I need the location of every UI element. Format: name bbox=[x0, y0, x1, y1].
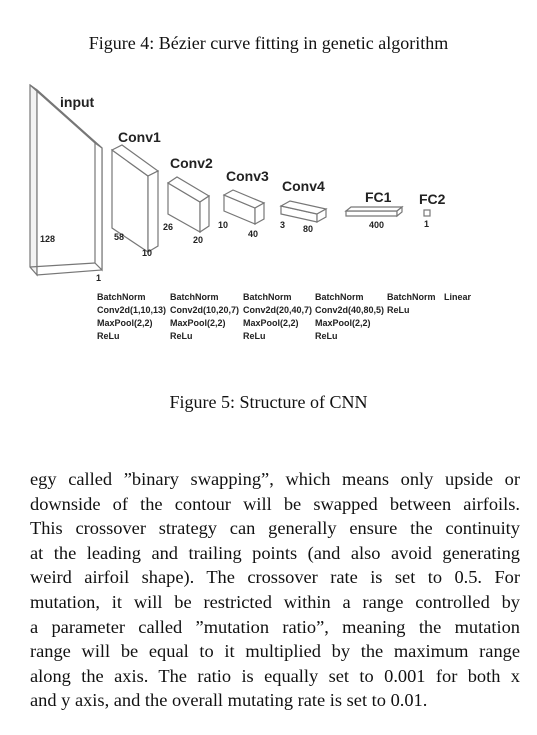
input-layer: input 128 1 bbox=[29, 83, 103, 283]
conv3-depth-label: 40 bbox=[248, 229, 258, 239]
op-label: ReLu bbox=[243, 331, 266, 341]
fc2-title: FC2 bbox=[419, 191, 446, 207]
figure-5-caption: Figure 5: Structure of CNN bbox=[169, 392, 368, 412]
conv3-title: Conv3 bbox=[226, 168, 269, 184]
layer-ops: BatchNorm Conv2d(1,10,13) MaxPool(2,2) R… bbox=[97, 292, 472, 341]
conv1-height-label: 58 bbox=[114, 232, 124, 242]
figure-4-caption: Figure 4: Bézier curve fitting in geneti… bbox=[88, 33, 449, 53]
fc2-size-label: 1 bbox=[424, 219, 429, 229]
fc2-layer: FC2 1 bbox=[419, 191, 446, 229]
op-label: MaxPool(2,2) bbox=[315, 318, 371, 328]
body-line: a parameter called ”mutation ratio”, mea… bbox=[30, 616, 520, 637]
op-label: MaxPool(2,2) bbox=[97, 318, 153, 328]
conv2-depth-label: 20 bbox=[193, 235, 203, 245]
body-line: mutation, it will be restricted within a… bbox=[30, 591, 520, 612]
op-label: Conv2d(1,10,13) bbox=[97, 305, 166, 315]
op-label: Conv2d(40,80,5) bbox=[315, 305, 384, 315]
cnn-structure-diagram: input 128 1 Conv1 58 10 Conv2 26 20 Conv… bbox=[29, 83, 472, 341]
conv4-title: Conv4 bbox=[282, 178, 325, 194]
body-line: This crossover strategy can generally en… bbox=[30, 518, 520, 539]
op-label: MaxPool(2,2) bbox=[243, 318, 299, 328]
input-height-label: 128 bbox=[40, 234, 55, 244]
op-label: ReLu bbox=[315, 331, 338, 341]
op-label: Conv2d(10,20,7) bbox=[170, 305, 239, 315]
op-label: BatchNorm bbox=[315, 292, 364, 302]
body-line: downside of the contour will be swapped … bbox=[30, 493, 520, 514]
op-label: ReLu bbox=[97, 331, 120, 341]
input-depth-label: 1 bbox=[96, 273, 101, 283]
conv1-title: Conv1 bbox=[118, 129, 161, 145]
conv4-layer: Conv4 3 80 bbox=[279, 178, 328, 234]
conv4-height-label: 3 bbox=[280, 220, 285, 230]
op-label: BatchNorm bbox=[243, 292, 292, 302]
body-line: range will be equal to it multiplied by … bbox=[30, 641, 520, 662]
op-label: ReLu bbox=[387, 305, 410, 315]
body-line: along the axis. The ratio is equally set… bbox=[30, 665, 520, 686]
body-line: weird airfoil shape). The crossover rate… bbox=[30, 567, 520, 588]
conv3-height-label: 10 bbox=[218, 220, 228, 230]
body-line: and y axis, and the overall mutating rat… bbox=[30, 690, 428, 711]
fc1-size-label: 400 bbox=[369, 220, 384, 230]
conv2-layer: Conv2 26 20 bbox=[163, 155, 213, 245]
conv3-layer: Conv3 10 40 bbox=[218, 168, 269, 239]
conv1-depth-label: 10 bbox=[142, 248, 152, 258]
op-label: BatchNorm bbox=[170, 292, 219, 302]
conv2-height-label: 26 bbox=[163, 222, 173, 232]
op-label: MaxPool(2,2) bbox=[170, 318, 226, 328]
body-paragraph: egy called ”binary swapping”, which mean… bbox=[30, 467, 520, 713]
fc1-layer: FC1 400 bbox=[344, 189, 404, 230]
body-line: egy called ”binary swapping”, which mean… bbox=[30, 469, 520, 489]
op-label: Conv2d(20,40,7) bbox=[243, 305, 312, 315]
op-label: ReLu bbox=[170, 331, 193, 341]
conv1-layer: Conv1 58 10 bbox=[110, 129, 161, 258]
conv2-title: Conv2 bbox=[170, 155, 213, 171]
op-label: Linear bbox=[444, 292, 472, 302]
conv4-depth-label: 80 bbox=[303, 224, 313, 234]
op-label: BatchNorm bbox=[97, 292, 146, 302]
fc1-title: FC1 bbox=[365, 189, 392, 205]
input-title: input bbox=[60, 94, 95, 110]
body-line: at the leading and trailing points (and … bbox=[30, 542, 520, 563]
op-label: BatchNorm bbox=[387, 292, 436, 302]
